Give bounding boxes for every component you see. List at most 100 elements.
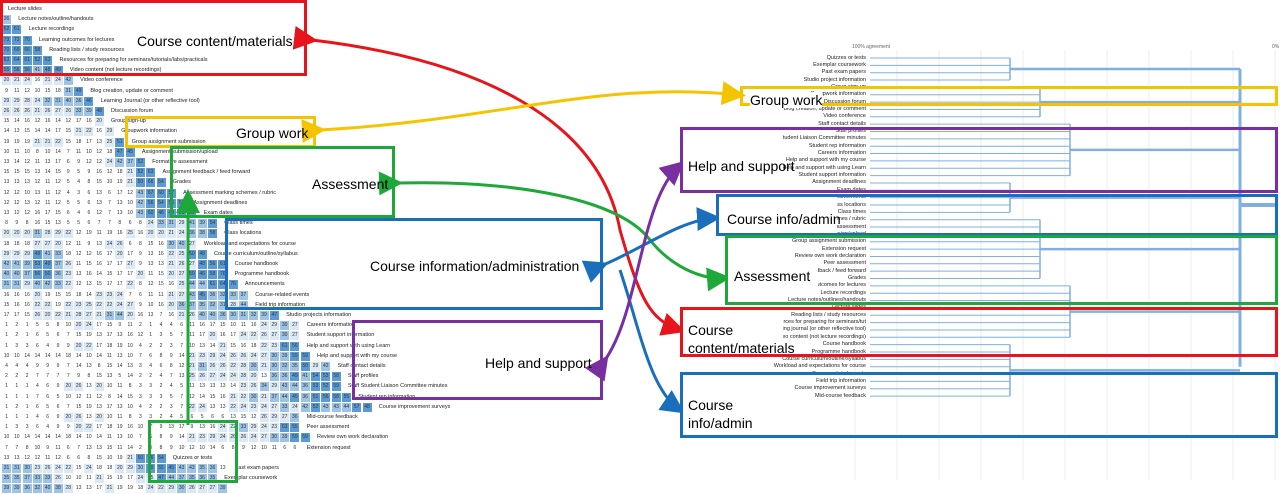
matrix-cell: 8 — [159, 444, 163, 451]
matrix-row-label: Grades — [172, 179, 191, 186]
matrix-row-label: Learning Journal (or other reflective to… — [100, 97, 200, 104]
matrix-row-label: Blog creation, update or comment — [90, 87, 173, 94]
matrix-cell: 16 — [209, 424, 216, 431]
matrix-cell: 37 — [187, 300, 197, 310]
matrix-cell: 41 — [12, 260, 22, 269]
matrix-cell: 7 — [139, 434, 142, 441]
matrix-cell: 35 — [197, 300, 207, 310]
matrix-row-label: Course-related events — [255, 291, 310, 298]
matrix-cell: 11 — [75, 261, 82, 267]
matrix-cell: 33 — [156, 219, 166, 229]
matrix-cell: 1 — [5, 332, 8, 339]
matrix-cell: 11 — [75, 240, 82, 247]
matrix-cell: 10 — [127, 210, 133, 216]
matrix-cell: 36 — [22, 484, 32, 494]
matrix-cell: 17 — [96, 424, 102, 431]
matrix-cell: 10 — [189, 342, 195, 349]
matrix-cell: 8 — [128, 383, 132, 390]
matrix-cell: 14 — [34, 434, 41, 441]
matrix-cell: 36 — [208, 464, 217, 473]
matrix-cell: 26 — [74, 382, 84, 392]
matrix-cell: 15 — [14, 169, 20, 176]
matrix-cell: 58 — [32, 45, 42, 55]
matrix-cell: 58 — [331, 392, 341, 402]
matrix-cell: 21 — [259, 392, 269, 402]
matrix-cell: 12 — [3, 199, 10, 206]
matrix-cell: 22 — [187, 402, 197, 412]
matrix-row-label: Exam dates — [203, 210, 233, 216]
matrix-cell: 17 — [127, 250, 133, 257]
matrix-cell: 22 — [94, 300, 104, 310]
matrix-cell: 5 — [169, 332, 173, 339]
matrix-cell: 11 — [106, 352, 113, 359]
matrix-cell: 8 — [5, 220, 8, 227]
matrix-cell: 8 — [139, 240, 142, 247]
matrix-cell: 25 — [125, 229, 135, 239]
matrix-cell: 37 — [22, 474, 32, 484]
matrix-cell: 15 — [106, 444, 113, 451]
matrix-cell: 17 — [96, 485, 102, 492]
matrix-cell: 38 — [53, 484, 63, 494]
matrix-cell: 6 — [211, 414, 214, 420]
matrix-cell: 26 — [218, 362, 228, 371]
matrix-cell: 13 — [24, 199, 30, 206]
matrix-cell: 17 — [127, 475, 133, 482]
matrix-cell: 23 — [32, 464, 42, 473]
matrix-cell: 7 — [66, 148, 70, 155]
matrix-cell: 13 — [3, 179, 10, 186]
matrix-cell: 29 — [166, 484, 176, 494]
matrix-cell: 48 — [362, 402, 372, 412]
matrix-cell: 30 — [249, 362, 259, 371]
matrix-cell: 4 — [169, 383, 173, 390]
matrix-cell: 12 — [14, 210, 20, 216]
matrix-cell: 7 — [159, 312, 163, 318]
matrix-cell: 11 — [106, 434, 113, 441]
matrix-row-label: Mid-course feedback — [306, 414, 358, 420]
matrix-cell: 38 — [197, 229, 207, 239]
matrix-cell: 43 — [321, 402, 331, 412]
matrix-cell: 1 — [5, 403, 8, 410]
matrix-cell: 15 — [106, 363, 113, 369]
matrix-cell: 18 — [117, 169, 123, 176]
matrix-cell: 42 — [43, 280, 53, 290]
matrix-cell: 45 — [197, 290, 207, 300]
matrix-cell: 26 — [259, 413, 269, 422]
matrix-cell: 36 — [2, 15, 11, 25]
matrix-cell: 18 — [24, 240, 30, 247]
matrix-row-label: Workload and expectations for course — [203, 240, 296, 247]
matrix-cell: 15 — [3, 169, 10, 176]
matrix-cell: 5 — [77, 220, 80, 227]
matrix-cell: 51 — [177, 209, 187, 218]
matrix-cell: 6 — [283, 444, 286, 451]
purple-arrow — [584, 161, 685, 382]
matrix-cell: 8 — [108, 393, 111, 400]
matrix-cell: 8 — [97, 363, 101, 369]
matrix-cell: 56 — [12, 66, 22, 76]
matrix-cell: 50 — [43, 270, 53, 280]
matrix-cell: 10 — [147, 301, 154, 308]
matrix-cell: 39 — [2, 484, 11, 494]
matrix-cell: 36 — [300, 382, 310, 392]
dendrogram-leaf-label: Groupwork information — [810, 91, 866, 98]
matrix-cell: 6 — [66, 454, 70, 461]
matrix-cell: 14 — [3, 128, 10, 135]
matrix-cell: 14 — [44, 169, 51, 176]
matrix-cell: 7 — [108, 199, 111, 206]
matrix-cell: 26 — [259, 331, 269, 341]
matrix-cell: 18 — [75, 138, 82, 145]
matrix-cell: 21 — [187, 433, 197, 443]
matrix-cell: 49 — [290, 372, 300, 382]
matrix-cell: 19 — [117, 475, 123, 482]
matrix-cell: 6 — [180, 322, 183, 329]
matrix-cell: 9 — [46, 444, 50, 451]
matrix-cell: 20 — [94, 382, 104, 392]
matrix-cell: 20 — [146, 229, 156, 239]
course-info-box-right — [716, 194, 1278, 236]
matrix-cell: 33 — [280, 402, 290, 412]
matrix-cell: 5 — [36, 322, 39, 329]
matrix-cell: 32 — [32, 484, 42, 494]
matrix-cell: 9 — [87, 240, 91, 247]
matrix-cell: 21 — [187, 362, 197, 371]
matrix-cell: 24 — [53, 464, 63, 473]
matrix-cell: 11 — [45, 454, 51, 461]
